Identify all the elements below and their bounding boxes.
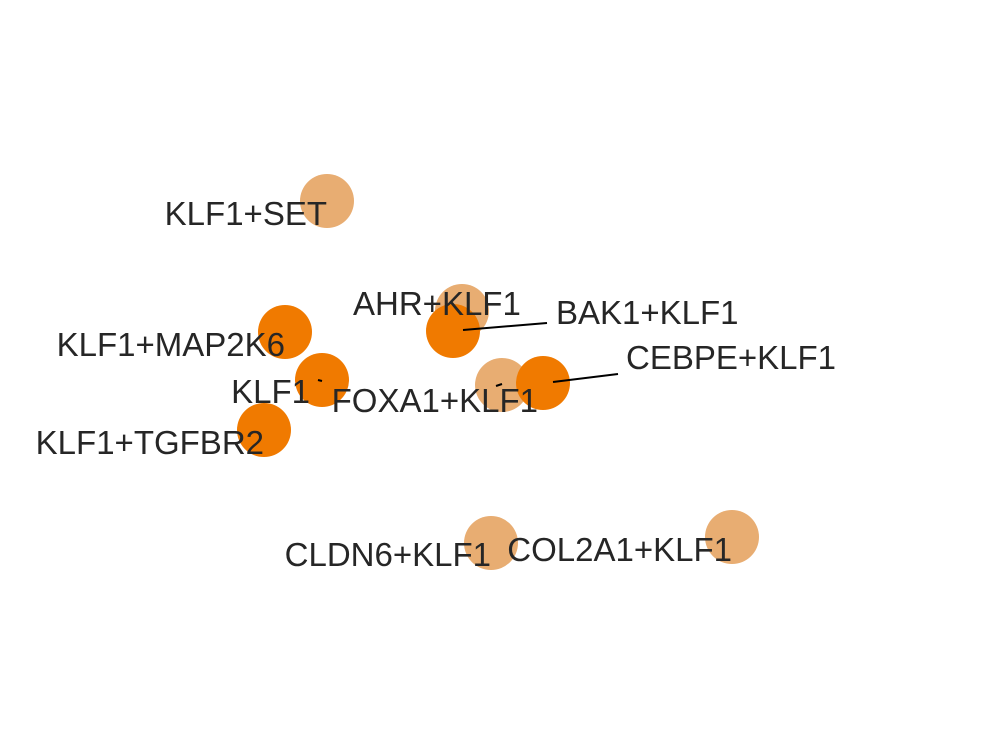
node-col2a1-klf1 (705, 510, 759, 564)
label-cebpe-klf1: CEBPE+KLF1 (626, 339, 836, 376)
node-klf1-tgfbr2 (237, 403, 291, 457)
labels-layer: KLF1+SET AHR+KLF1 BAK1+KLF1KLF1+MAP2K6KLF1… (36, 195, 836, 573)
label-bak1-klf1: BAK1+KLF1 (556, 294, 739, 331)
leader-line-bak1-klf1 (462, 322, 548, 331)
leader-line-klf1 (317, 379, 323, 382)
label-ahr-klf1: AHR+KLF1 (353, 285, 521, 322)
node-bak1-klf1 (426, 304, 480, 358)
node-klf1-set (300, 174, 354, 228)
node-klf1-map2k6 (258, 305, 312, 359)
leader-lines-layer (317, 322, 619, 387)
label-klf1-map2k6: KLF1+MAP2K6 (57, 326, 285, 363)
nodes-layer (237, 174, 759, 570)
label-cldn6-klf1: CLDN6+KLF1 (285, 536, 491, 573)
label-foxa1-klf1: FOXA1+KLF1 (332, 382, 538, 419)
node-cebpe-klf1 (516, 356, 570, 410)
leader-line-cebpe-klf1 (552, 373, 619, 383)
label-col2a1-klf1: COL2A1+KLF1 (507, 531, 732, 568)
label-klf1-set: KLF1+SET (165, 195, 327, 232)
node-cldn6-klf1 (464, 516, 518, 570)
label-klf1-tgfbr2: KLF1+TGFBR2 (36, 424, 264, 461)
label-klf1: KLF1 (231, 373, 310, 410)
leader-line-foxa1-klf1 (495, 383, 503, 387)
